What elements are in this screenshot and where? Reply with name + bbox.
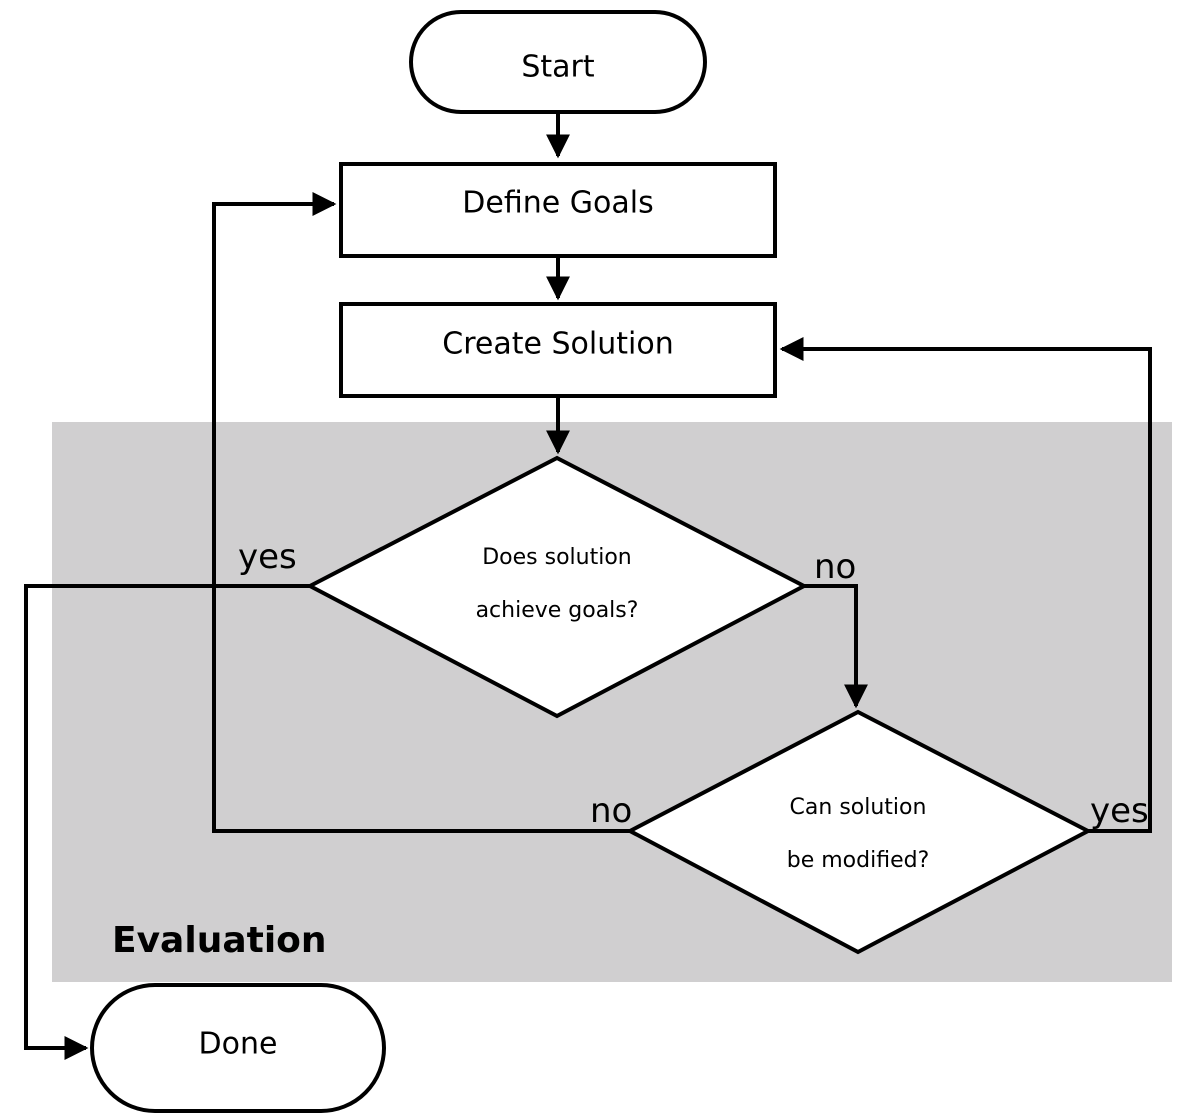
decision-achieve-line1: Does solution — [482, 545, 632, 570]
achieve-yes-label: yes — [238, 537, 297, 577]
decision-can-modify — [625, 709, 1093, 955]
modify-yes-label: yes — [1090, 791, 1149, 831]
define-goals-label: Define Goals — [462, 186, 653, 221]
modify-no-label: no — [590, 791, 632, 831]
edge-modify-yes-to-create — [779, 337, 1152, 833]
decision-achieve-line2: achieve goals? — [476, 598, 639, 623]
start-node — [409, 10, 707, 114]
define-goals-node — [339, 162, 777, 258]
decision-modify-line1: Can solution — [790, 795, 927, 820]
create-solution-label: Create Solution — [442, 327, 673, 362]
achieve-no-label: no — [814, 547, 856, 587]
decision-achieve-goals — [305, 455, 809, 719]
done-node — [90, 983, 386, 1113]
edge-achieve-yes-to-done — [24, 584, 310, 1060]
decision-modify-line2: be modified? — [787, 848, 930, 873]
done-label: Done — [199, 1027, 278, 1062]
edge-modify-no-to-define — [212, 192, 630, 833]
evaluation-label: Evaluation — [112, 920, 327, 961]
edge-achieve-no-to-modify — [804, 584, 868, 709]
start-label: Start — [521, 50, 595, 85]
create-solution-node — [339, 302, 777, 398]
